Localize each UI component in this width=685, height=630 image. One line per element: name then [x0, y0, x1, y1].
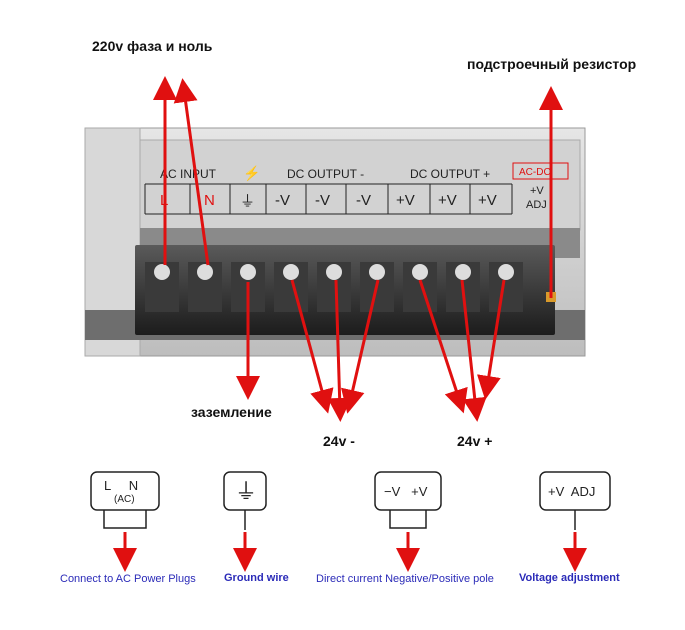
arrow-minus-2 — [327, 279, 352, 422]
caption-ground: Ground wire — [224, 572, 289, 584]
arrow-minus-1 — [290, 279, 334, 414]
legend-ac-symbol — [90, 471, 160, 529]
ac-dc-badge: AC-DC — [519, 167, 551, 178]
arrow-plus-3 — [477, 279, 506, 400]
terminal-label-minus-1: -V — [275, 192, 290, 209]
screw-minus-1 — [274, 262, 308, 312]
dc-plus-label: DC OUTPUT + — [410, 167, 490, 181]
legend-symbol-text: L N (AC) ⏚ −V +V +V ADJ — [104, 478, 595, 505]
ac-input-label: AC INPUT — [160, 167, 217, 181]
arrows — [153, 76, 563, 422]
caption-dc: Direct current Negative/Positive pole — [316, 573, 494, 585]
plus24-label: 24v + — [457, 433, 493, 449]
screw-minus-3 — [360, 262, 394, 312]
terminal-label-plus-3: +V — [478, 192, 497, 209]
terminal-label-plus-2: +V — [438, 192, 457, 209]
arrow-n-up — [173, 78, 210, 266]
terminal-screws — [145, 262, 556, 312]
terminal-label-ground: ⏚ — [240, 193, 255, 210]
legend-symbols — [90, 471, 611, 530]
lightning-icon: ⚡ — [243, 165, 260, 182]
screw-minus-2 — [317, 262, 351, 312]
ground-label: заземление — [191, 404, 272, 420]
terminal-label-plus-1: +V — [396, 192, 415, 209]
ground-icon: ⏚ — [235, 479, 257, 504]
arrow-plus-2 — [460, 279, 487, 422]
terminal-label-minus-2: -V — [315, 192, 330, 209]
caption-adj: Voltage adjustment — [519, 572, 620, 584]
legend-ground-symbol — [223, 471, 267, 530]
legend-arrows — [113, 532, 587, 572]
arrow-minus-3 — [340, 279, 380, 414]
legend-adj-symbol — [539, 471, 611, 530]
terminal-label-minus-3: -V — [356, 192, 371, 209]
phase-neutral-label: 220v фаза и ноль — [92, 38, 213, 54]
adj-bottom-label: ADJ — [526, 199, 547, 211]
legend-adj-text: +V ADJ — [548, 484, 595, 499]
screw-l — [145, 262, 179, 312]
caption-ac: Connect to AC Power Plugs — [60, 573, 196, 585]
minus24-label: 24v - — [323, 433, 355, 449]
adj-top-label: +V — [530, 185, 544, 197]
legend-dc-text: −V +V — [384, 484, 428, 499]
trimmer-label: подстроечный резистор — [467, 56, 637, 72]
legend-ac-ln: L N — [104, 478, 138, 493]
dc-minus-label: DC OUTPUT - — [287, 167, 364, 181]
panel-labels: AC INPUT ⚡ DC OUTPUT - DC OUTPUT + AC-DC… — [144, 162, 569, 215]
screw-n — [188, 262, 222, 312]
power-supply-unit — [84, 127, 586, 357]
legend-ac-sub: (AC) — [114, 494, 135, 505]
terminal-label-n: N — [204, 192, 215, 209]
arrow-plus-1 — [418, 279, 468, 414]
screw-plus-3 — [489, 262, 523, 312]
legend-dc-symbol — [374, 471, 442, 529]
screw-plus-1 — [403, 262, 437, 312]
